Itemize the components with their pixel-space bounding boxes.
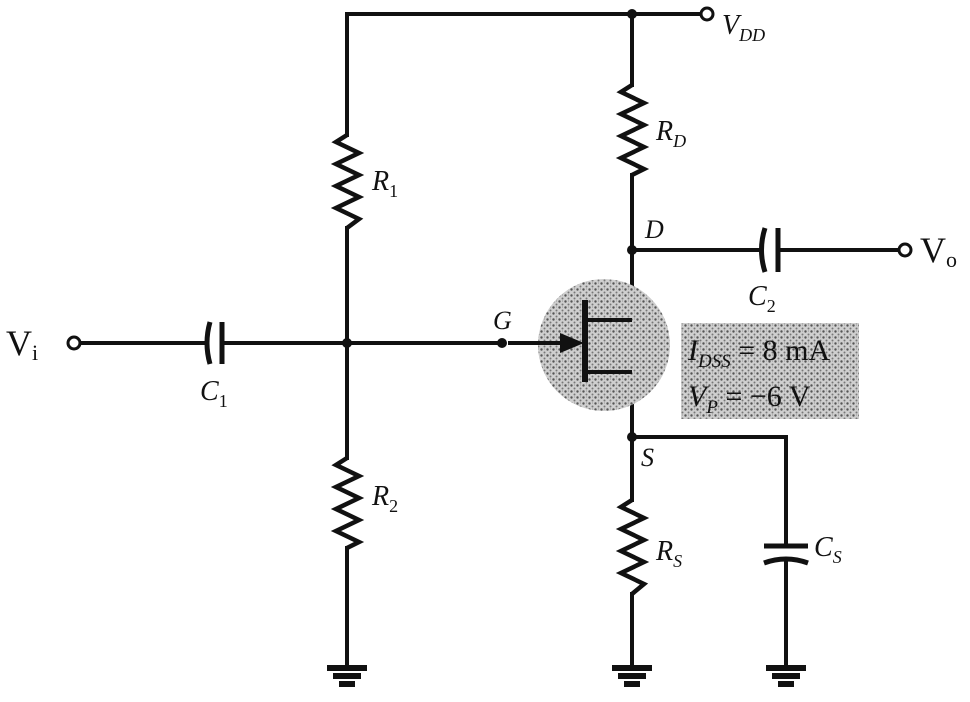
ground-icon [327, 665, 367, 687]
resistor-rd [615, 83, 650, 178]
ground-icon [766, 665, 806, 687]
vdd-label: VDD [722, 10, 765, 45]
parameter-box [681, 323, 859, 419]
vdd-terminal [699, 6, 715, 22]
resistor-r2 [330, 456, 365, 551]
capacitor-cs [763, 543, 809, 566]
gate-arrow-icon [560, 333, 584, 353]
junction-dot [342, 338, 352, 348]
source-label: S [641, 443, 654, 472]
input-terminal [66, 335, 82, 351]
vp-parameter: VP = −6 V [688, 380, 811, 418]
gate-terminal-dot [497, 338, 507, 348]
capacitor-c1 [204, 321, 225, 365]
c1-label: C1 [200, 376, 228, 411]
jfet-body-shading [538, 279, 670, 411]
rd-label: RD [655, 116, 686, 151]
jfet-transistor [508, 279, 670, 411]
resistor-rs [615, 498, 650, 596]
cs-label: CS [814, 532, 842, 567]
r1-label: R1 [371, 166, 398, 201]
gate-label: G [493, 306, 512, 335]
c2-label: C2 [748, 281, 776, 316]
rs-label: RS [655, 536, 682, 571]
resistor-r1 [330, 133, 365, 230]
r2-label: R2 [371, 481, 398, 516]
vi-label: Vi [6, 323, 38, 365]
idss-parameter: IDSS = 8 mA [687, 334, 830, 372]
drain-junction-dot [627, 245, 637, 255]
output-terminal [897, 242, 913, 258]
vdd-junction-dot [627, 9, 637, 19]
ground-icon [612, 665, 652, 687]
capacitor-c2 [759, 227, 781, 273]
source-junction-dot [627, 432, 637, 442]
vo-label: Vo [920, 230, 957, 272]
drain-label: D [644, 215, 664, 244]
